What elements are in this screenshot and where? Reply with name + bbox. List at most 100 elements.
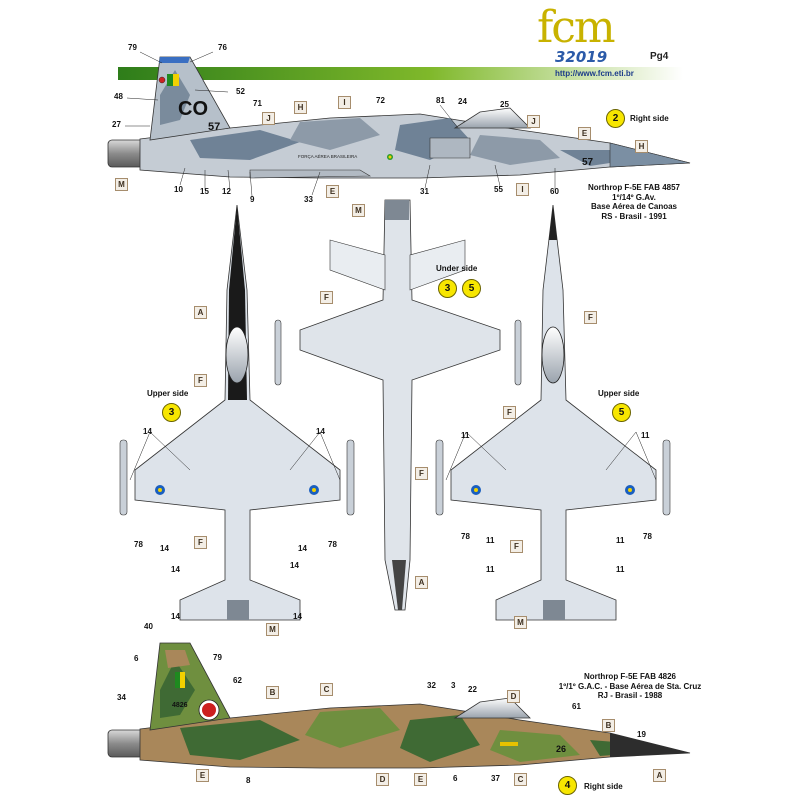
leader-lines — [125, 51, 657, 481]
right-side-label-1: Right side — [630, 114, 669, 123]
fuselage-lettering: FORÇA AÉREA BRASILEIRA — [298, 153, 357, 159]
box-e-2: E — [326, 185, 339, 198]
callout-15: 15 — [200, 187, 209, 196]
box-f-under-2: F — [415, 467, 428, 480]
box-f-upper-right-3: F — [510, 540, 523, 553]
box-j-2: J — [527, 115, 540, 128]
callout-48: 48 — [114, 92, 123, 101]
callout-14-d: 14 — [298, 544, 307, 553]
tail-code: CO — [178, 98, 208, 120]
callout-25: 25 — [500, 100, 509, 109]
plan-upper-right — [435, 204, 671, 621]
callout-76: 76 — [218, 43, 227, 52]
box-e-4: E — [414, 773, 427, 786]
box-i: I — [338, 96, 351, 109]
callout-24: 24 — [458, 97, 467, 106]
badge-2: 2 — [606, 109, 625, 128]
fcm-logo: fcm 32019 — [537, 2, 627, 67]
callout-11-f: 11 — [616, 565, 625, 574]
plan-upper-left — [119, 204, 355, 621]
callout-52: 52 — [236, 87, 245, 96]
callout-22: 22 — [468, 685, 477, 694]
callout-8: 8 — [246, 776, 251, 785]
box-c-2: C — [514, 773, 527, 786]
box-e: E — [578, 127, 591, 140]
box-m-upper-right: M — [514, 616, 527, 629]
plan-under-side — [274, 199, 522, 611]
callout-81: 81 — [436, 96, 445, 105]
callout-40: 40 — [144, 622, 153, 631]
box-j: J — [262, 112, 275, 125]
nose-number: 57 — [582, 157, 594, 168]
callout-78-b: 78 — [328, 540, 337, 549]
callout-14-g: 14 — [171, 612, 180, 621]
callout-78-a: 78 — [134, 540, 143, 549]
callout-71: 71 — [253, 99, 262, 108]
caption-aircraft-2: Northrop F-5E FAB 4826 1º/1º G.A.C. - Ba… — [558, 672, 702, 701]
callout-11-b: 11 — [641, 431, 650, 440]
badge-5-under: 5 — [462, 279, 481, 298]
box-d-2: D — [376, 773, 389, 786]
box-i-2: I — [516, 183, 529, 196]
callout-72: 72 — [376, 96, 385, 105]
callout-14-e: 14 — [171, 565, 180, 574]
callout-62: 62 — [233, 676, 242, 685]
callout-14-h: 14 — [293, 612, 302, 621]
box-d: D — [507, 690, 520, 703]
badge-3-under: 3 — [438, 279, 457, 298]
callout-78-d: 78 — [643, 532, 652, 541]
callout-6-b: 6 — [453, 774, 458, 783]
callout-33: 33 — [304, 195, 313, 204]
callout-79: 79 — [128, 43, 137, 52]
callout-14-b: 14 — [316, 427, 325, 436]
badge-5-upper: 5 — [612, 403, 631, 422]
box-a-upper: A — [194, 306, 207, 319]
callout-11-c: 11 — [486, 536, 495, 545]
callout-6: 6 — [134, 654, 139, 663]
callout-11-d: 11 — [616, 536, 625, 545]
aircraft-2-profile — [107, 642, 691, 769]
box-f-upper: F — [194, 374, 207, 387]
callout-14-a: 14 — [143, 427, 152, 436]
callout-61: 61 — [572, 702, 581, 711]
aircraft-1-profile — [107, 56, 691, 179]
box-e-3: E — [196, 769, 209, 782]
box-f-upper-right: F — [584, 311, 597, 324]
website-url: http://www.fcm.eti.br — [555, 69, 634, 78]
box-f-upper-right-2: F — [503, 406, 516, 419]
callout-9: 9 — [250, 195, 255, 204]
box-h-2: H — [635, 140, 648, 153]
callout-11-a: 11 — [461, 431, 470, 440]
callout-19: 19 — [637, 730, 646, 739]
upper-side-label-left: Upper side — [147, 389, 189, 398]
box-a-under: A — [415, 576, 428, 589]
callout-10: 10 — [174, 185, 183, 194]
badge-4: 4 — [558, 776, 577, 795]
callout-11-e: 11 — [486, 565, 495, 574]
box-m-under: M — [352, 204, 365, 217]
badge-3-upper: 3 — [162, 403, 181, 422]
nose-number-2: 26 — [556, 744, 566, 754]
box-c: C — [320, 683, 333, 696]
right-side-label-2: Right side — [584, 782, 623, 791]
callout-3: 3 — [451, 681, 456, 690]
upper-side-label-right: Upper side — [598, 389, 640, 398]
callout-34: 34 — [117, 693, 126, 702]
callout-27: 27 — [112, 120, 121, 129]
box-m: M — [115, 178, 128, 191]
tail-number-2: 4826 — [172, 702, 188, 709]
box-m-upper: M — [266, 623, 279, 636]
header-bar — [118, 67, 683, 80]
under-side-label: Under side — [436, 264, 478, 273]
callout-79-b: 79 — [213, 653, 222, 662]
logo-word: fcm — [537, 2, 616, 53]
callout-37: 37 — [491, 774, 500, 783]
page-number: Pg4 — [650, 51, 669, 62]
tail-number: 57 — [208, 121, 220, 133]
box-b-2: B — [602, 719, 615, 732]
product-code: 32019 — [555, 48, 608, 66]
caption-aircraft-1: Northrop F-5E FAB 4857 1º/14º G.Av. Base… — [587, 183, 680, 221]
box-f-under: F — [320, 291, 333, 304]
